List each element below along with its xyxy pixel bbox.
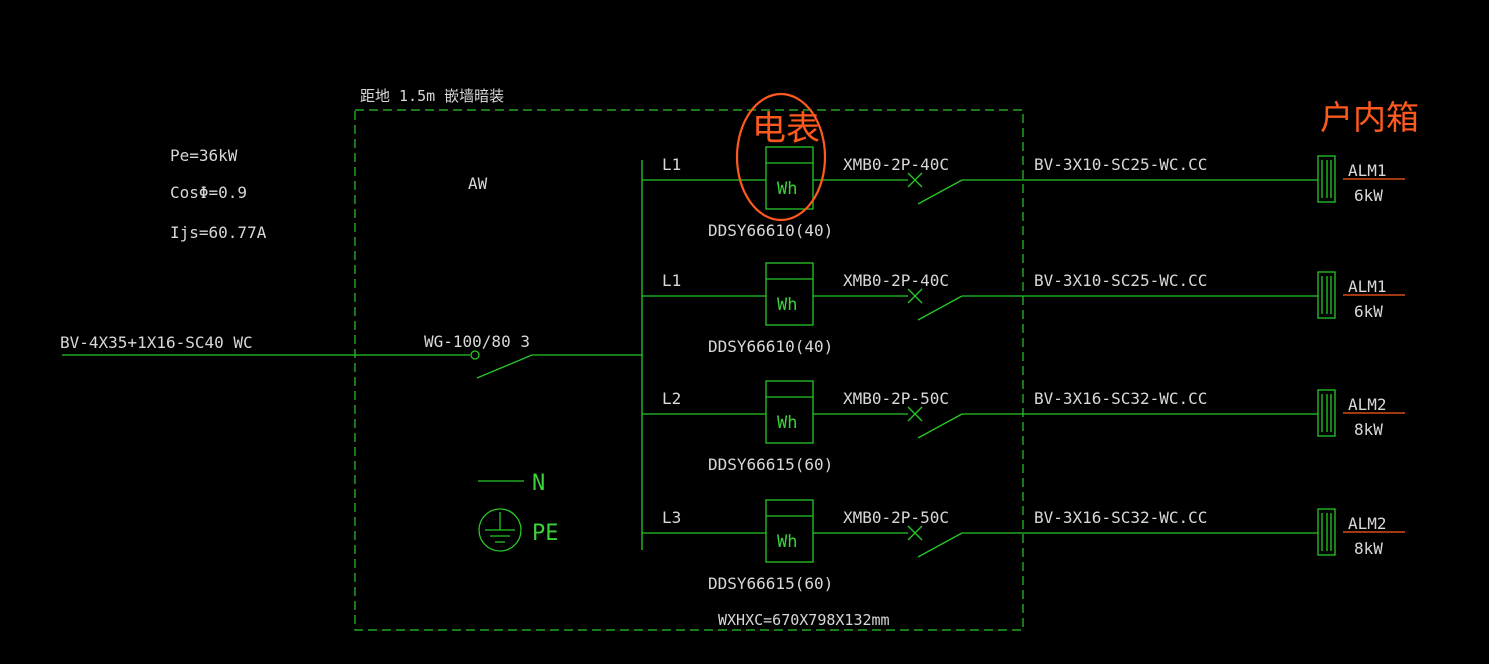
earth-icon bbox=[478, 508, 522, 552]
breaker-blade bbox=[917, 532, 963, 558]
load-cos: CosΦ=0.9 bbox=[170, 183, 247, 202]
breaker-label: XMB0-2P-40C bbox=[843, 271, 949, 290]
outgoing-cable-label: BV-3X10-SC25-WC.CC bbox=[1034, 271, 1207, 290]
energy-meter-label: Wh bbox=[777, 532, 797, 552]
incoming-cable-label: BV-4X35+1X16-SC40 WC bbox=[60, 333, 253, 352]
meter-model-label: DDSY66610(40) bbox=[708, 221, 833, 240]
outgoing-cable-label: BV-3X10-SC25-WC.CC bbox=[1034, 155, 1207, 174]
box-power-label: 6kW bbox=[1354, 302, 1383, 321]
breaker-blade bbox=[917, 413, 963, 439]
phase-label: L1 bbox=[662, 155, 681, 174]
breaker-label: XMB0-2P-50C bbox=[843, 389, 949, 408]
energy-meter bbox=[765, 262, 814, 326]
breaker-blade bbox=[917, 295, 963, 321]
breaker-label: XMB0-2P-50C bbox=[843, 508, 949, 527]
breaker-cross bbox=[907, 406, 923, 422]
load-ijs: Ijs=60.77A bbox=[170, 223, 267, 242]
household-box-symbol bbox=[1317, 271, 1336, 319]
mounting-note: 距地 1.5m 嵌墙暗装 bbox=[360, 87, 504, 105]
breaker-cross bbox=[907, 172, 923, 188]
neutral-label: N bbox=[532, 471, 545, 496]
outgoing-cable-label: BV-3X16-SC32-WC.CC bbox=[1034, 508, 1207, 527]
energy-meter bbox=[765, 499, 814, 563]
phase-label: L2 bbox=[662, 389, 681, 408]
main-switch-contact bbox=[470, 350, 480, 360]
panel-dimensions: WXHXC=670X798X132mm bbox=[718, 611, 890, 629]
breaker-cross bbox=[907, 288, 923, 304]
energy-meter-label: Wh bbox=[777, 179, 797, 199]
main-switch-label: WG-100/80 3 bbox=[424, 332, 530, 351]
energy-meter-label: Wh bbox=[777, 295, 797, 315]
phase-label: L1 bbox=[662, 271, 681, 290]
meter-annotation-circle bbox=[735, 92, 827, 222]
earth-label: PE bbox=[532, 521, 559, 546]
box-name-label: ALM2 bbox=[1348, 514, 1387, 533]
main-switch-blade bbox=[476, 354, 533, 379]
household-box-symbol bbox=[1317, 155, 1336, 203]
household-box-symbol bbox=[1317, 389, 1336, 437]
box-name-label: ALM1 bbox=[1348, 277, 1387, 296]
box-name-label: ALM1 bbox=[1348, 161, 1387, 180]
breaker-cross bbox=[907, 525, 923, 541]
energy-meter-label: Wh bbox=[777, 413, 797, 433]
meter-model-label: DDSY66615(60) bbox=[708, 455, 833, 474]
box-power-label: 8kW bbox=[1354, 420, 1383, 439]
energy-meter bbox=[765, 146, 814, 210]
load-pe: Pe=36kW bbox=[170, 146, 238, 165]
breaker-label: XMB0-2P-40C bbox=[843, 155, 949, 174]
energy-meter bbox=[765, 380, 814, 444]
meter-model-label: DDSY66615(60) bbox=[708, 574, 833, 593]
box-power-label: 8kW bbox=[1354, 539, 1383, 558]
household-box-symbol bbox=[1317, 508, 1336, 556]
phase-label: L3 bbox=[662, 508, 681, 527]
box-name-label: ALM2 bbox=[1348, 395, 1387, 414]
breaker-blade bbox=[917, 179, 963, 205]
outgoing-cable-label: BV-3X16-SC32-WC.CC bbox=[1034, 389, 1207, 408]
panel-enclosure bbox=[354, 109, 1024, 631]
household-box-label: 户内箱 bbox=[1320, 98, 1419, 137]
box-power-label: 6kW bbox=[1354, 186, 1383, 205]
meter-annotation-label: 电表 bbox=[752, 109, 820, 149]
panel-name: AW bbox=[468, 174, 488, 193]
meter-model-label: DDSY66610(40) bbox=[708, 337, 833, 356]
